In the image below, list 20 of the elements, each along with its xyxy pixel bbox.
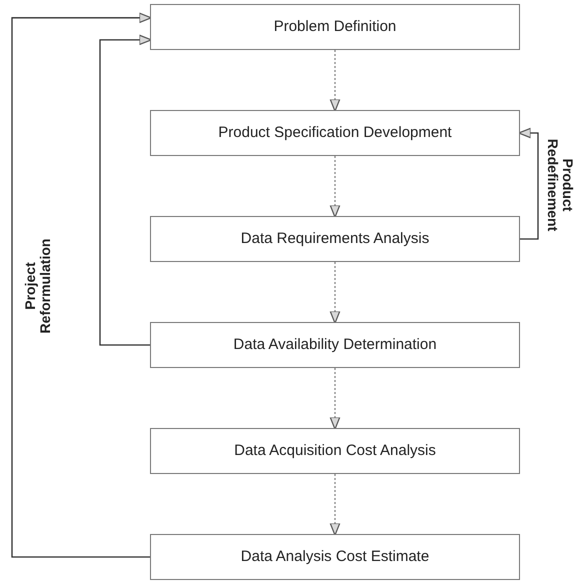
box-label: Product Specification Development: [218, 122, 452, 143]
box-label: Data Availability Determination: [233, 334, 437, 355]
process-box: [150, 428, 520, 474]
arrow: [99, 34, 152, 346]
process-box: [150, 216, 520, 262]
box-label: Problem Definition: [274, 16, 396, 37]
process-box: [150, 110, 520, 156]
process-box: [150, 534, 520, 580]
arrow: [330, 262, 340, 324]
box-label: Data Analysis Cost Estimate: [240, 546, 430, 567]
arrow: [518, 128, 539, 240]
arrow: [11, 12, 152, 558]
arrow: [330, 368, 340, 430]
process-box: [150, 4, 520, 50]
arrow: [330, 474, 340, 536]
box-label: Data Acquisition Cost Analysis: [234, 440, 436, 461]
box-label: Data Requirements Analysis: [240, 228, 430, 249]
arrow: [330, 50, 340, 112]
process-box: [150, 322, 520, 368]
arrow: [330, 156, 340, 218]
